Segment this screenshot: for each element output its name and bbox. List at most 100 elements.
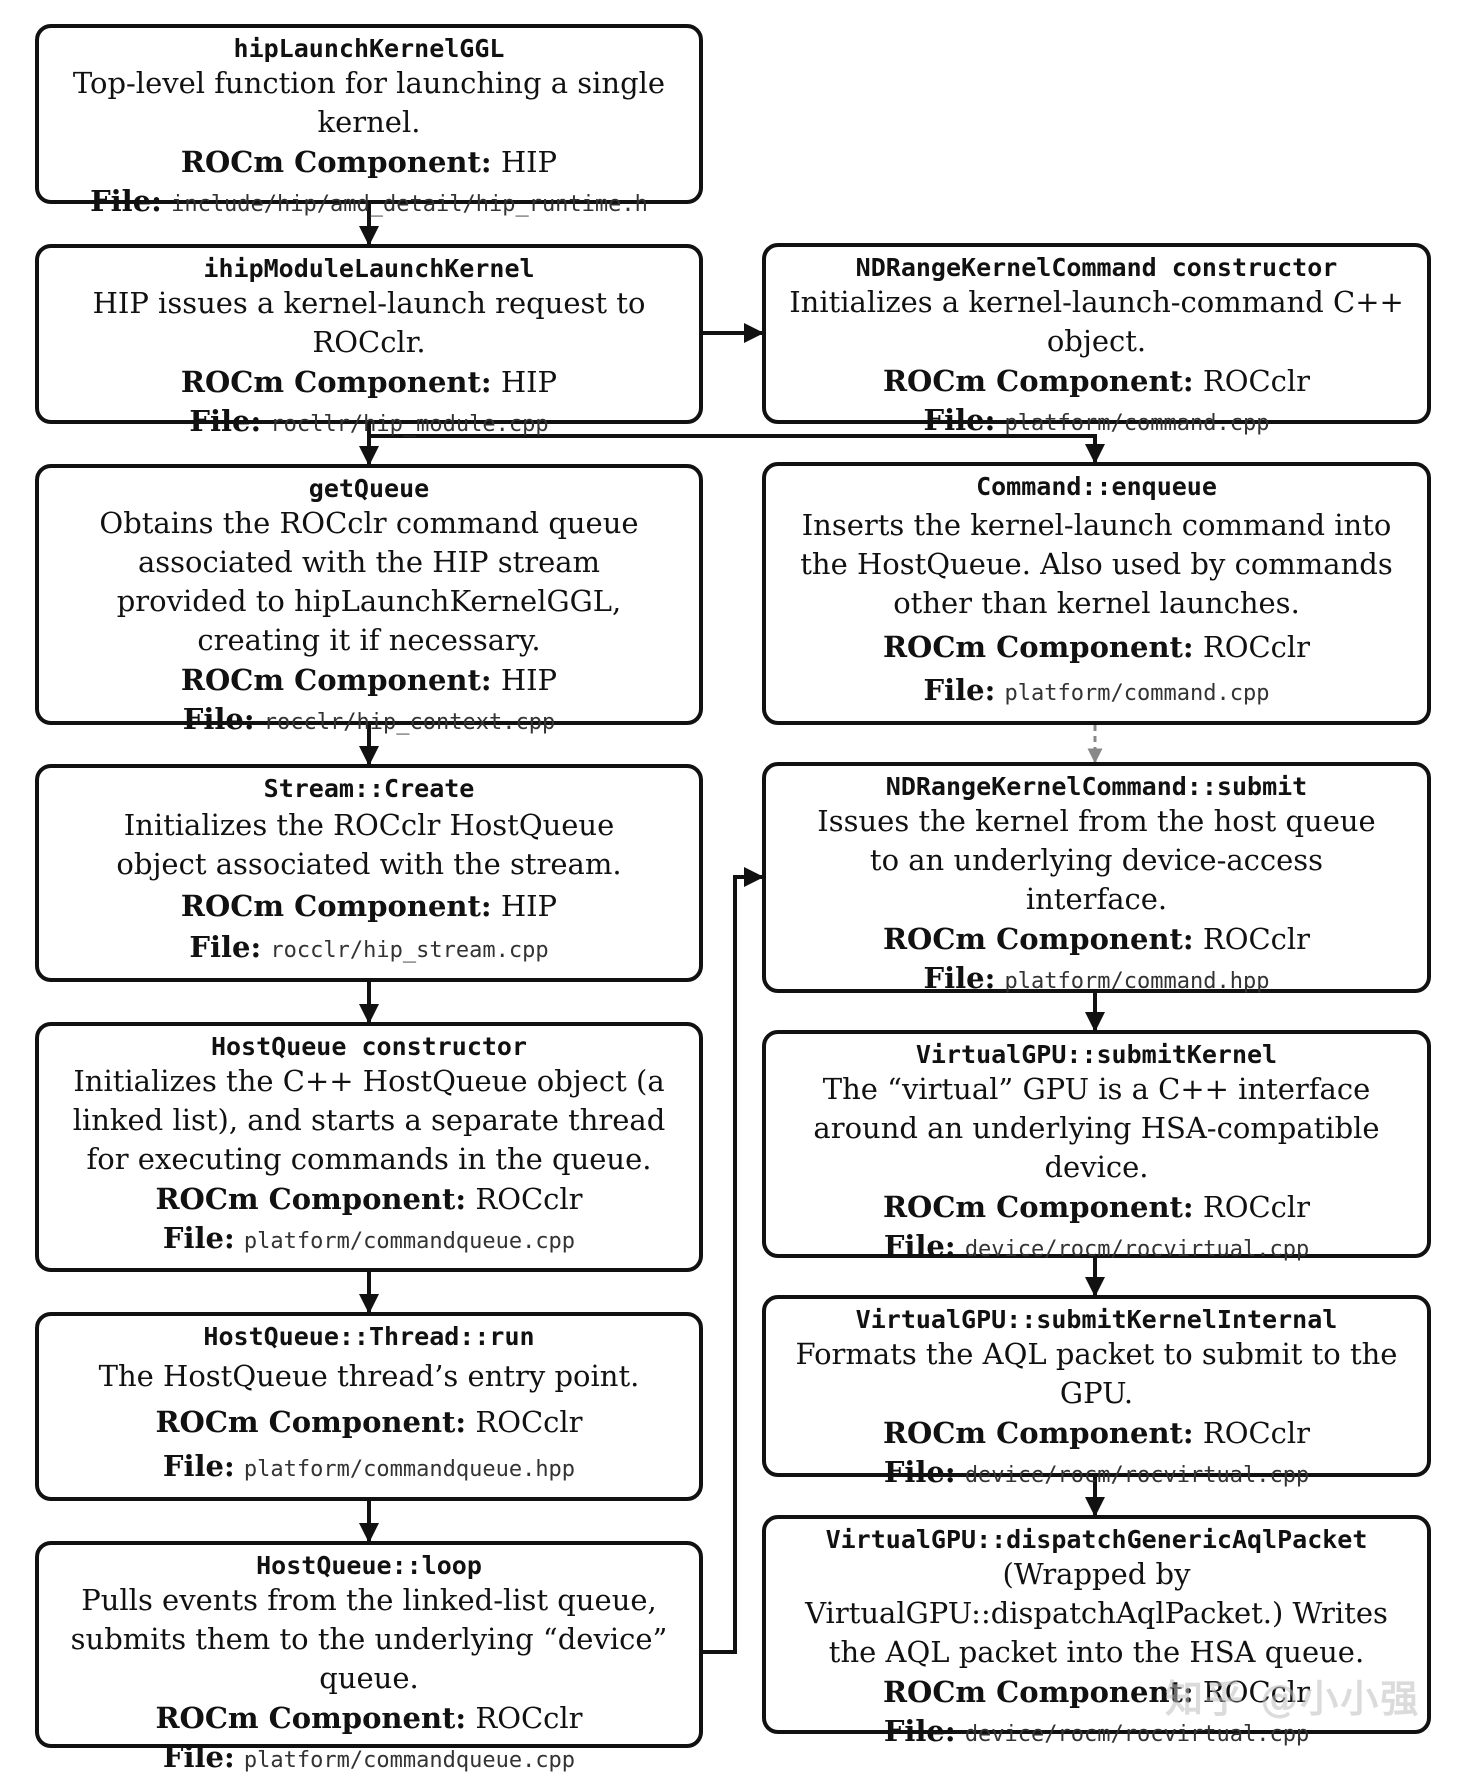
file-line: File: rocclr/hip_stream.cpp — [49, 928, 689, 970]
file-label: File: — [923, 961, 996, 995]
function-name: HostQueue constructor — [210, 1032, 528, 1061]
component-line: ROCm Component: ROCclr — [776, 919, 1417, 959]
component-value: ROCclr — [475, 1404, 583, 1439]
file-path: device/rocm/rocvirtual.cpp — [964, 1722, 1310, 1747]
file-label: File: — [883, 1455, 956, 1489]
component-label: ROCm Component: — [155, 1404, 467, 1439]
file-label: File: — [883, 1714, 956, 1748]
component-line: ROCm Component: ROCclr — [49, 1402, 689, 1442]
component-value: ROCclr — [1202, 364, 1311, 398]
function-name: VirtualGPU::dispatchGenericAqlPacket — [825, 1525, 1368, 1554]
file-path: rocclr/hip_stream.cpp — [270, 938, 549, 963]
function-name: Stream::Create — [263, 774, 475, 803]
component-value: ROCclr — [1202, 1416, 1311, 1450]
file-line: File: platform/commandqueue.hpp — [49, 1447, 689, 1489]
description: (Wrapped by VirtualGPU::dispatchAqlPacke… — [805, 1557, 1388, 1669]
description: Issues the kernel from the host queue to… — [817, 804, 1376, 916]
function-name: getQueue — [308, 474, 430, 503]
file-path: platform/command.cpp — [1004, 411, 1270, 436]
function-name: ihipModuleLaunchKernel — [203, 254, 535, 283]
component-label: ROCm Component: — [180, 145, 492, 179]
node-ihipModuleLaunchKernel: ihipModuleLaunchKernel HIP issues a kern… — [35, 244, 703, 438]
component-label: ROCm Component: — [882, 1675, 1194, 1709]
function-name: NDRangeKernelCommand::submit — [885, 772, 1308, 801]
component-label: ROCm Component: — [882, 630, 1194, 664]
file-line: File: device/rocm/rocvirtual.cpp — [776, 1453, 1417, 1495]
component-line: ROCm Component: HIP — [49, 142, 689, 182]
component-line: ROCm Component: HIP — [49, 886, 689, 926]
function-name: HostQueue::loop — [256, 1551, 482, 1580]
component-value: HIP — [500, 663, 558, 697]
node-dispatch: VirtualGPU::dispatchGenericAqlPacket (Wr… — [762, 1515, 1431, 1748]
component-line: ROCm Component: HIP — [49, 362, 689, 402]
description: Inserts the kernel-launch command into t… — [800, 508, 1393, 620]
component-label: ROCm Component: — [882, 1416, 1194, 1450]
file-line: File: platform/command.hpp — [776, 959, 1417, 1001]
node-getQueue: getQueue Obtains the ROCclr command queu… — [35, 464, 703, 736]
function-name: Command::enqueue — [976, 472, 1217, 501]
component-label: ROCm Component: — [882, 1190, 1194, 1224]
file-path: platform/commandqueue.cpp — [243, 1748, 576, 1773]
file-label: File: — [162, 1221, 235, 1255]
component-value: HIP — [500, 145, 558, 179]
file-path: include/hip/amd_detail/hip_runtime.h — [171, 192, 648, 217]
file-line: File: platform/command.cpp — [776, 671, 1417, 713]
file-line: File: device/rocm/rocvirtual.cpp — [776, 1712, 1417, 1754]
component-line: ROCm Component: ROCclr — [776, 1187, 1417, 1227]
arrow-ihip-to-enqueue — [369, 434, 1105, 464]
component-line: ROCm Component: HIP — [49, 660, 689, 700]
component-value: HIP — [500, 365, 558, 399]
file-label: File: — [182, 702, 255, 736]
component-line: ROCm Component: ROCclr — [776, 1672, 1417, 1712]
description: Pulls events from the linked-list queue,… — [70, 1583, 668, 1695]
file-line: File: platform/commandqueue.cpp — [49, 1219, 689, 1261]
file-label: File: — [883, 1229, 956, 1263]
node-enqueue: Command::enqueue Inserts the kernel-laun… — [762, 462, 1431, 725]
file-label: File: — [189, 404, 262, 438]
description: Top-level function for launching a singl… — [72, 66, 666, 139]
file-path: device/rocm/rocvirtual.cpp — [964, 1237, 1310, 1262]
description: Initializes a kernel-launch-command C++ … — [789, 285, 1404, 358]
node-hipLaunchKernelGGL: hipLaunchKernelGGL Top-level function fo… — [35, 24, 703, 218]
component-line: ROCm Component: ROCclr — [776, 361, 1417, 401]
file-line: File: include/hip/amd_detail/hip_runtime… — [49, 182, 689, 224]
node-hostQueueCtor: HostQueue constructor Initializes the C+… — [35, 1022, 703, 1272]
component-value: ROCclr — [1202, 1190, 1311, 1224]
file-line: File: rocllr/hip_module.cpp — [49, 402, 689, 444]
function-name: NDRangeKernelCommand constructor — [855, 253, 1338, 282]
function-name: VirtualGPU::submitKernel — [915, 1040, 1278, 1069]
component-line: ROCm Component: ROCclr — [776, 627, 1417, 667]
file-path: platform/commandqueue.cpp — [243, 1229, 576, 1254]
component-value: ROCclr — [475, 1182, 583, 1216]
node-ndrangeCtor: NDRangeKernelCommand constructor Initial… — [762, 243, 1431, 437]
description: The HostQueue thread’s entry point. — [98, 1359, 640, 1394]
component-line: ROCm Component: ROCclr — [776, 1413, 1417, 1453]
node-threadRun: HostQueue::Thread::run The HostQueue thr… — [35, 1312, 703, 1501]
component-value: HIP — [500, 889, 558, 923]
file-label: File: — [162, 1448, 235, 1483]
component-label: ROCm Component: — [180, 365, 492, 399]
component-label: ROCm Component: — [882, 922, 1194, 956]
file-path: rocclr/hip_context.cpp — [263, 710, 556, 735]
node-submitKernel: VirtualGPU::submitKernel The “virtual” G… — [762, 1030, 1431, 1263]
file-label: File: — [923, 403, 996, 437]
function-name: hipLaunchKernelGGL — [233, 34, 505, 63]
node-submit: NDRangeKernelCommand::submit Issues the … — [762, 762, 1431, 995]
file-label: File: — [189, 930, 262, 964]
component-label: ROCm Component: — [155, 1182, 467, 1216]
file-label: File: — [923, 673, 996, 707]
description: Obtains the ROCclr command queue associa… — [99, 506, 639, 657]
component-label: ROCm Component: — [882, 364, 1194, 398]
component-label: ROCm Component: — [180, 889, 492, 923]
function-name: HostQueue::Thread::run — [203, 1322, 535, 1351]
file-path: rocllr/hip_module.cpp — [270, 412, 549, 437]
description: Formats the AQL packet to submit to the … — [795, 1337, 1398, 1410]
file-line: File: platform/commandqueue.cpp — [49, 1738, 689, 1780]
component-value: ROCclr — [1202, 1675, 1311, 1709]
node-loop: HostQueue::loop Pulls events from the li… — [35, 1541, 703, 1774]
file-path: device/rocm/rocvirtual.cpp — [964, 1463, 1310, 1488]
component-value: ROCclr — [1202, 630, 1311, 664]
file-line: File: platform/command.cpp — [776, 401, 1417, 443]
